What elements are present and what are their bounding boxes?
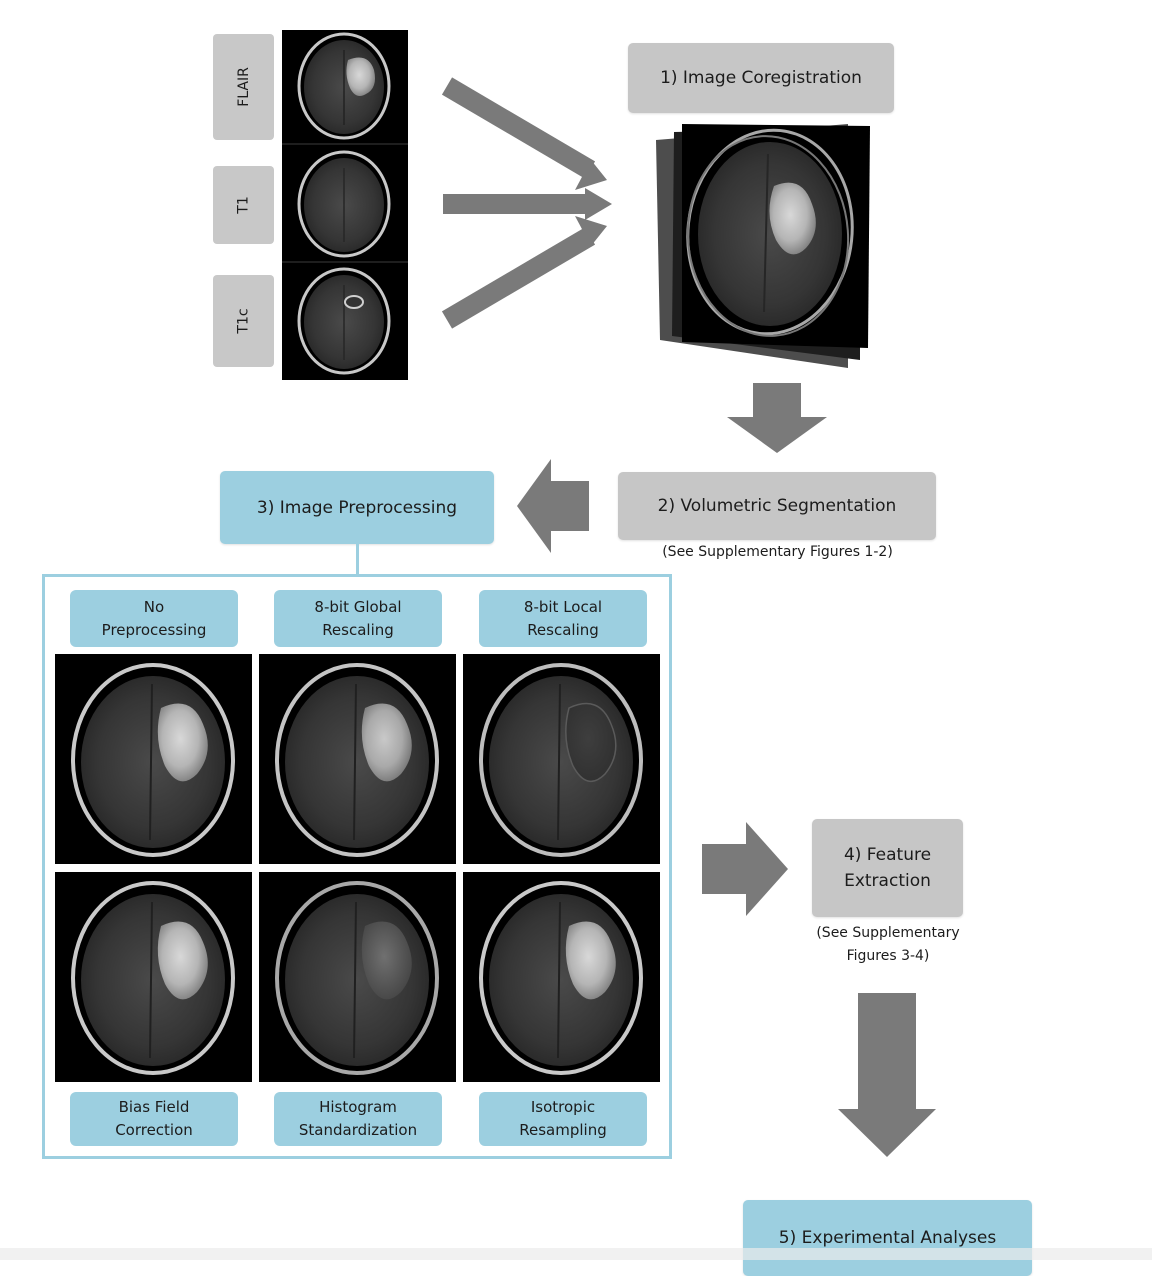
method-no-preprocessing: No Preprocessing xyxy=(70,590,238,647)
t1-mri-image xyxy=(297,150,391,258)
coregistered-image-stack xyxy=(656,124,870,368)
page-bottom-edge xyxy=(0,1248,1152,1260)
method-8bit-global-rescaling: 8-bit Global Rescaling xyxy=(274,590,442,647)
mri-8bit-local-rescaling xyxy=(463,654,660,864)
method-8bit-local-rescaling: 8-bit Local Rescaling xyxy=(479,590,647,647)
method-bias-field-correction: Bias Field Correction xyxy=(70,1092,238,1146)
preprocessing-panel xyxy=(42,574,672,1159)
modality-label-t1c: T1c xyxy=(213,275,274,367)
method-isotropic-resampling: Isotropic Resampling xyxy=(479,1092,647,1146)
mri-8bit-global-rescaling xyxy=(259,654,456,864)
step-feature-extraction: 4) Feature Extraction xyxy=(812,819,963,917)
step-volumetric-segmentation: 2) Volumetric Segmentation xyxy=(618,472,936,540)
step-image-coregistration: 1) Image Coregistration xyxy=(628,43,894,113)
segmentation-note: (See Supplementary Figures 1-2) xyxy=(662,544,893,560)
mri-no-preprocessing xyxy=(55,654,252,864)
modality-label-t1: T1 xyxy=(213,166,274,244)
mri-isotropic-resampling xyxy=(463,872,660,1082)
step-image-preprocessing: 3) Image Preprocessing xyxy=(220,471,494,544)
step-experimental-analyses: 5) Experimental Analyses xyxy=(743,1200,1032,1276)
converging-arrows xyxy=(441,77,612,329)
mri-bias-field-correction xyxy=(55,872,252,1082)
arrow-left-to-preprocessing xyxy=(517,459,589,553)
feature-extraction-note: (See Supplementary Figures 3-4) xyxy=(816,925,960,964)
preprocessing-connector xyxy=(356,544,359,575)
method-histogram-standardization: Histogram Standardization xyxy=(274,1092,442,1146)
t1c-mri-image xyxy=(297,267,391,375)
flair-mri-image xyxy=(297,32,391,140)
arrow-down-to-segmentation xyxy=(727,383,827,453)
arrow-right-to-feature-extraction xyxy=(702,822,788,916)
mri-histogram-standardization xyxy=(259,872,456,1082)
modality-image-strip xyxy=(282,30,408,380)
arrow-down-to-analyses xyxy=(838,993,936,1157)
modality-label-flair: FLAIR xyxy=(213,34,274,140)
